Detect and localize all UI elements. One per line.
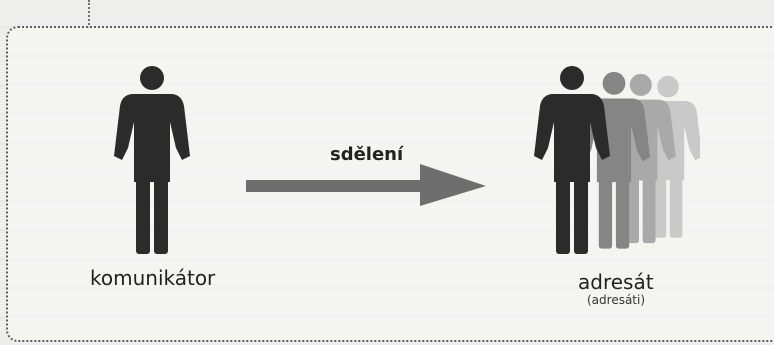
receiver-sublabel: (adresáti) (587, 293, 646, 307)
receiver-label: adresát (578, 270, 654, 294)
sender-label: komunikátor (90, 266, 216, 290)
sender-person-icon (114, 66, 190, 254)
dotted-connector-line (88, 0, 91, 28)
receivers-person-group-icon (534, 66, 700, 254)
message-label: sdělení (330, 144, 404, 165)
person-icon (534, 66, 610, 254)
arrow-right-icon (246, 164, 486, 206)
